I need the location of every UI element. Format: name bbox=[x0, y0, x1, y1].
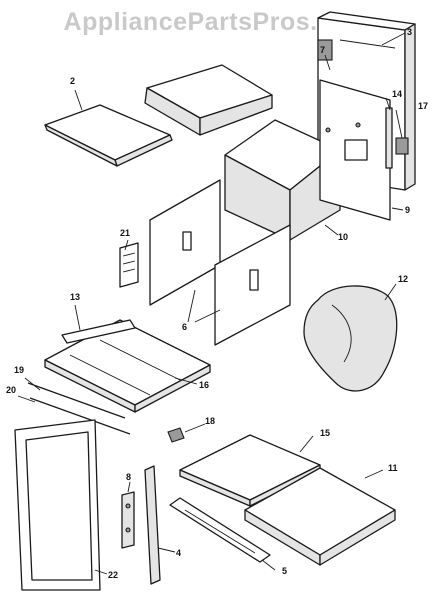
callout-15: 15 bbox=[320, 428, 330, 438]
callout-20: 20 bbox=[6, 385, 16, 395]
part-20-strip[interactable] bbox=[29, 397, 131, 435]
callout-14: 14 bbox=[392, 89, 402, 99]
callout-8: 8 bbox=[126, 472, 131, 482]
callout-9: 9 bbox=[405, 205, 410, 215]
part-4-side-strip[interactable] bbox=[144, 465, 161, 585]
leader-lines bbox=[17, 32, 406, 575]
part-6-side-panel-upper[interactable] bbox=[149, 179, 221, 306]
part-17-bracket[interactable] bbox=[395, 137, 409, 155]
part-5-vent-strip[interactable] bbox=[169, 497, 271, 563]
part-21-vent[interactable] bbox=[119, 242, 139, 288]
part-6-side-panel-lower[interactable] bbox=[214, 224, 291, 346]
callout-16: 16 bbox=[199, 380, 209, 390]
callout-12: 12 bbox=[398, 274, 408, 284]
part-15-tray[interactable] bbox=[179, 434, 321, 507]
part-2-top-panel[interactable] bbox=[44, 104, 173, 167]
part-11-drawer-bottom[interactable] bbox=[244, 467, 396, 566]
callout-4: 4 bbox=[176, 548, 181, 558]
callout-5: 5 bbox=[282, 566, 287, 576]
part-9-side-panel[interactable] bbox=[319, 79, 391, 221]
callout-6: 6 bbox=[182, 322, 187, 332]
callout-19: 19 bbox=[14, 365, 24, 375]
callout-7: 7 bbox=[320, 45, 325, 55]
part-18-clip[interactable] bbox=[167, 427, 185, 443]
callout-3: 3 bbox=[407, 27, 412, 37]
callout-22: 22 bbox=[108, 570, 118, 580]
part-12-insulation-blanket[interactable] bbox=[303, 285, 398, 392]
part-8-bracket[interactable] bbox=[121, 491, 135, 549]
callout-11: 11 bbox=[388, 463, 398, 473]
callout-13: 13 bbox=[70, 292, 80, 302]
part-16-bottom-tray[interactable] bbox=[44, 319, 211, 413]
part-14-strip[interactable] bbox=[385, 107, 393, 169]
callout-18: 18 bbox=[205, 416, 215, 426]
callout-2: 2 bbox=[70, 76, 75, 86]
top-cover-panel[interactable] bbox=[144, 64, 273, 136]
part-13-rod[interactable] bbox=[61, 319, 136, 344]
part-19-strip[interactable] bbox=[27, 382, 126, 419]
callout-21: 21 bbox=[120, 228, 130, 238]
callout-10: 10 bbox=[338, 232, 348, 242]
callout-17: 17 bbox=[418, 101, 428, 111]
callout-labels: 2 3 7 14 17 9 10 6 12 21 13 16 19 20 18 … bbox=[6, 27, 428, 580]
part-22-door-frame[interactable] bbox=[14, 419, 101, 591]
